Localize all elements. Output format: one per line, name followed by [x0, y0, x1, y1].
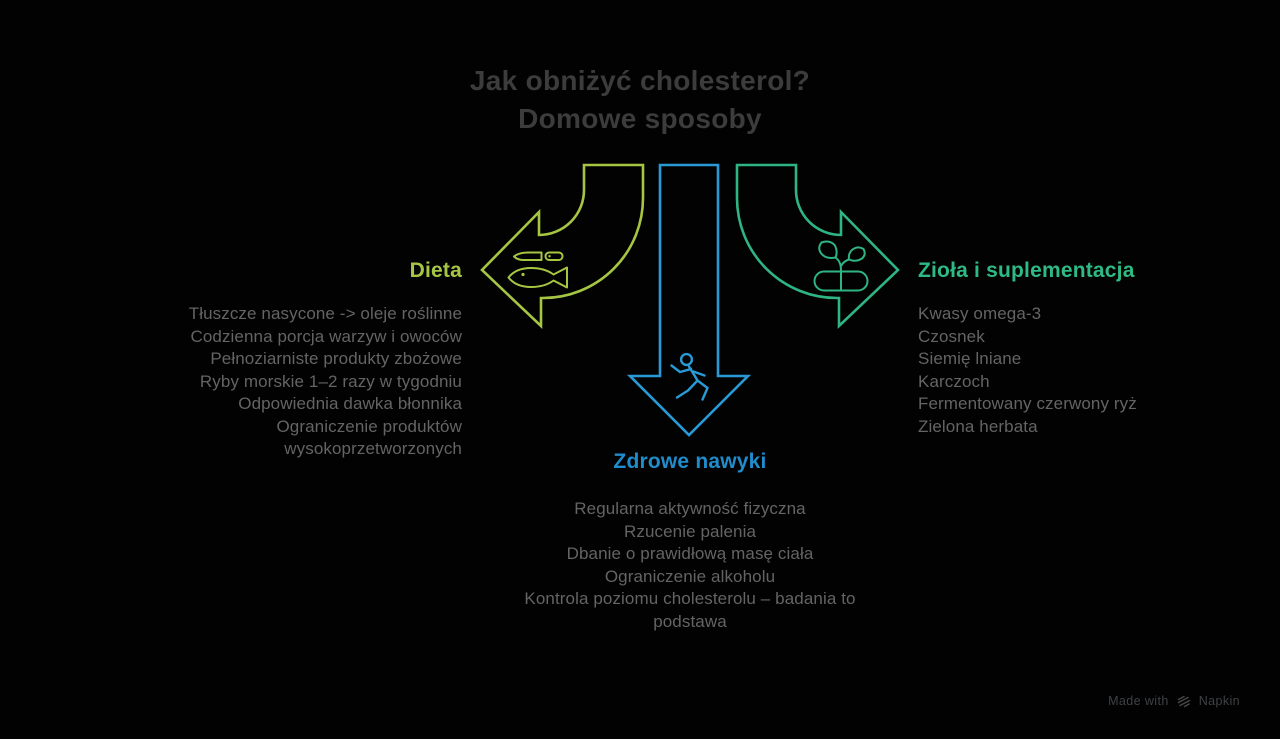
napkin-credit: Made with Napkin [1108, 693, 1240, 709]
credit-brand-text: Napkin [1198, 694, 1240, 708]
dieta-arrow [480, 163, 645, 330]
list-item: Kwasy omega-3 [918, 304, 1042, 323]
napkin-logo-icon [1177, 695, 1190, 708]
healthy-habits-arrow [626, 163, 752, 437]
section-ziola: Zioła i suplementacja Kwasy omega-3 Czos… [918, 259, 1248, 438]
section-nawyki: Zdrowe nawyki Regularna aktywność fizycz… [512, 450, 868, 633]
section-dieta-list: Tłuszcze nasycone -> oleje roślinne Codz… [152, 303, 462, 461]
list-item: Ograniczenie alkoholu [604, 566, 776, 586]
sprout-capsule-icon [813, 240, 869, 292]
section-ziola-heading: Zioła i suplementacja [918, 259, 1135, 282]
list-item: Pełnoziarniste produkty zbożowe [210, 349, 462, 368]
page-title: Jak obniżyć cholesterol? Domowe sposoby [0, 62, 1280, 138]
list-item: Czosnek [918, 326, 985, 346]
runner-icon [670, 352, 709, 401]
credit-made-with-text: Made with [1108, 694, 1169, 708]
section-nawyki-list: Regularna aktywność fizyczna Rzucenie pa… [512, 498, 868, 633]
list-item: Siemię lniane [918, 349, 1022, 368]
title-line-1: Jak obniżyć cholesterol? [469, 65, 811, 96]
fish-and-knife-icon [507, 251, 568, 289]
list-item: Odpowiednia dawka błonnika [238, 394, 462, 413]
section-dieta-heading: Dieta [409, 259, 462, 282]
herbs-arrow [735, 163, 900, 330]
section-nawyki-heading: Zdrowe nawyki [613, 450, 767, 473]
list-item: Kontrola poziomu cholesterolu – badania … [524, 589, 856, 631]
section-ziola-list: Kwasy omega-3 Czosnek Siemię lniane Karc… [918, 303, 1248, 438]
list-item: Dbanie o prawidłową masę ciała [566, 544, 814, 563]
list-item: Regularna aktywność fizyczna [574, 499, 806, 518]
list-item: Ograniczenie produktów wysokoprzetworzon… [276, 416, 462, 459]
list-item: Tłuszcze nasycone -> oleje roślinne [188, 304, 462, 323]
list-item: Zielona herbata [918, 416, 1038, 436]
list-item: Fermentowany czerwony ryż [918, 394, 1137, 413]
title-line-2: Domowe sposoby [518, 103, 762, 134]
list-item: Codzienna porcja warzyw i owoców [190, 326, 462, 346]
list-item: Rzucenie palenia [623, 521, 757, 541]
section-dieta: Dieta Tłuszcze nasycone -> oleje roślinn… [152, 259, 462, 461]
list-item: Ryby morskie 1–2 razy w tygodniu [199, 371, 462, 391]
list-item: Karczoch [918, 371, 990, 391]
